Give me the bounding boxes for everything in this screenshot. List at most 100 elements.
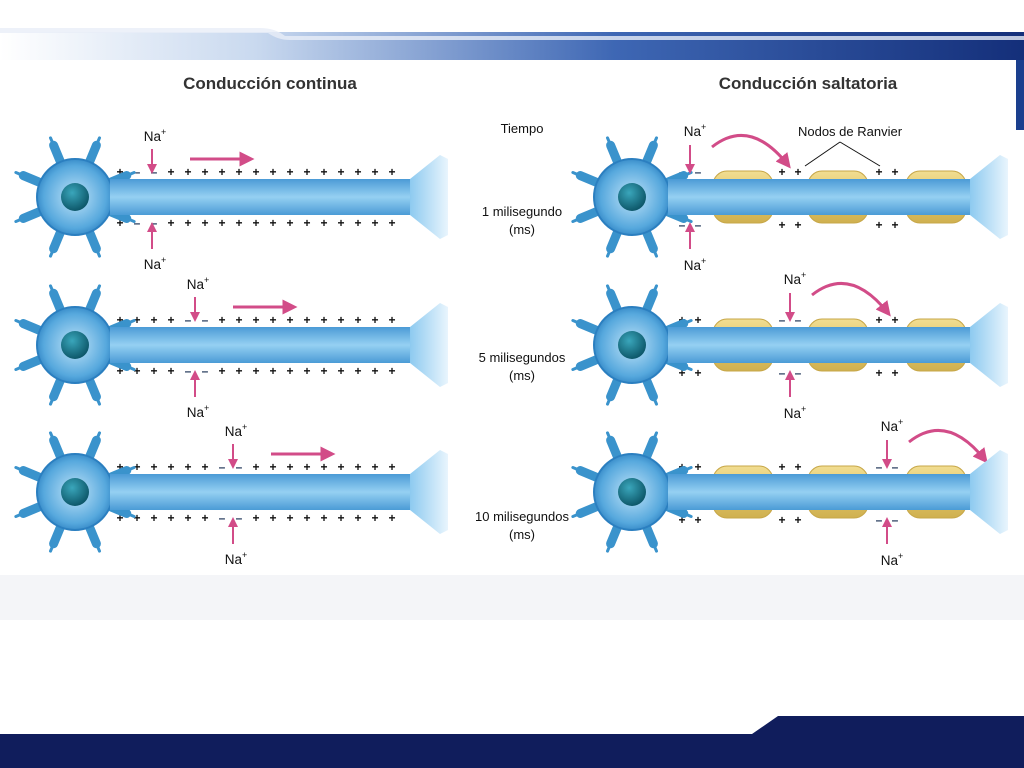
charge-outer: – bbox=[679, 218, 686, 232]
charge-outer: + bbox=[218, 165, 225, 179]
time-label-3: 10 milisegundos bbox=[475, 509, 569, 524]
charge-outer: + bbox=[694, 366, 701, 380]
charge-outer: + bbox=[794, 165, 801, 179]
saltatory-axon-1 bbox=[668, 155, 1008, 239]
neuron-diagrams: +––+++++++++++++++––++++++++++++++–++–––… bbox=[14, 122, 1008, 568]
time-label-1: 1 milisegundo bbox=[482, 204, 562, 219]
charge-outer: – bbox=[134, 216, 141, 230]
charge-outer: + bbox=[218, 364, 225, 378]
nucleus bbox=[61, 183, 89, 211]
charge-outer: + bbox=[252, 165, 259, 179]
charge-outer: + bbox=[133, 313, 140, 327]
charge-outer: + bbox=[167, 511, 174, 525]
charge-outer: + bbox=[303, 511, 310, 525]
charge-outer: + bbox=[167, 313, 174, 327]
title-continuous: Conducción continua bbox=[183, 74, 357, 93]
charge-outer: – bbox=[876, 513, 883, 527]
charge-outer: + bbox=[337, 511, 344, 525]
footer-band bbox=[0, 716, 1024, 768]
charge-outer: + bbox=[303, 216, 310, 230]
charge-outer: + bbox=[694, 460, 701, 474]
charge-outer: + bbox=[150, 511, 157, 525]
charge-outer: + bbox=[303, 364, 310, 378]
na-label-top: Na+ bbox=[881, 417, 904, 434]
charge-outer: + bbox=[388, 460, 395, 474]
continuous-soma-2 bbox=[14, 284, 136, 406]
charge-outer: + bbox=[269, 511, 276, 525]
nucleus bbox=[61, 478, 89, 506]
charge-outer: + bbox=[371, 165, 378, 179]
charge-outer: + bbox=[794, 218, 801, 232]
charge-outer: – bbox=[892, 513, 899, 527]
charge-outer: + bbox=[337, 313, 344, 327]
charge-outer: – bbox=[185, 313, 192, 327]
charge-outer: + bbox=[269, 165, 276, 179]
charge-outer: + bbox=[388, 364, 395, 378]
na-label-bottom: Na+ bbox=[684, 256, 707, 273]
charge-outer: + bbox=[116, 165, 123, 179]
charge-outer: – bbox=[219, 460, 226, 474]
charge-outer: + bbox=[778, 218, 785, 232]
charge-outer: + bbox=[891, 218, 898, 232]
nodes-pointer-lines bbox=[804, 141, 881, 167]
charge-outer: + bbox=[891, 165, 898, 179]
charge-outer: + bbox=[235, 165, 242, 179]
charge-outer: + bbox=[678, 513, 685, 527]
time-unit-1: (ms) bbox=[509, 222, 535, 237]
charge-outer: + bbox=[354, 364, 361, 378]
charge-outer: + bbox=[286, 364, 293, 378]
charge-outer: – bbox=[892, 460, 899, 474]
charge-outer: + bbox=[875, 165, 882, 179]
na-label-top: Na+ bbox=[144, 127, 167, 144]
saltatory-axon-2 bbox=[668, 303, 1008, 387]
charge-outer: + bbox=[150, 460, 157, 474]
nodes-of-ranvier-label: Nodos de Ranvier bbox=[798, 124, 903, 139]
time-header: Tiempo bbox=[501, 121, 544, 136]
na-label-bottom: Na+ bbox=[881, 551, 904, 568]
charge-outer: + bbox=[678, 366, 685, 380]
charge-outer: + bbox=[201, 165, 208, 179]
charge-outer: + bbox=[184, 460, 191, 474]
charge-outer: + bbox=[269, 364, 276, 378]
charge-outer: + bbox=[388, 511, 395, 525]
charge-outer: + bbox=[337, 216, 344, 230]
charge-outer: + bbox=[184, 165, 191, 179]
charge-outer: + bbox=[286, 511, 293, 525]
charge-outer: + bbox=[337, 165, 344, 179]
charge-outer: + bbox=[286, 460, 293, 474]
charge-outer: – bbox=[236, 511, 243, 525]
charge-outer: + bbox=[167, 460, 174, 474]
nucleus bbox=[618, 478, 646, 506]
charge-outer: + bbox=[891, 366, 898, 380]
charge-outer: + bbox=[252, 313, 259, 327]
na-label-top: Na+ bbox=[225, 422, 248, 439]
charge-outer: + bbox=[388, 165, 395, 179]
charge-outer: – bbox=[779, 313, 786, 327]
charge-outer: + bbox=[252, 216, 259, 230]
charge-outer: + bbox=[354, 511, 361, 525]
charge-outer: + bbox=[286, 216, 293, 230]
saltatory-jump-arrow bbox=[711, 133, 791, 169]
continuous-axon-1 bbox=[110, 155, 448, 239]
charge-outer: + bbox=[269, 216, 276, 230]
charge-outer: + bbox=[875, 366, 882, 380]
time-label-2: 5 milisegundos bbox=[479, 350, 566, 365]
charge-outer: + bbox=[235, 216, 242, 230]
time-unit-3: (ms) bbox=[509, 527, 535, 542]
charge-outer: + bbox=[184, 216, 191, 230]
charge-outer: + bbox=[388, 313, 395, 327]
charge-outer: + bbox=[337, 460, 344, 474]
charge-outer: – bbox=[134, 165, 141, 179]
charge-outer: – bbox=[185, 364, 192, 378]
na-label-top: Na+ bbox=[684, 122, 707, 139]
saltatory-jump-arrow bbox=[811, 281, 891, 317]
charge-outer: + bbox=[116, 216, 123, 230]
charge-outer: + bbox=[252, 460, 259, 474]
charge-outer: + bbox=[371, 313, 378, 327]
charge-outer: + bbox=[116, 364, 123, 378]
charge-outer: + bbox=[167, 165, 174, 179]
saltatory-soma-1 bbox=[571, 136, 693, 258]
charge-outer: + bbox=[371, 511, 378, 525]
charge-outer: + bbox=[116, 511, 123, 525]
charge-outer: + bbox=[320, 364, 327, 378]
